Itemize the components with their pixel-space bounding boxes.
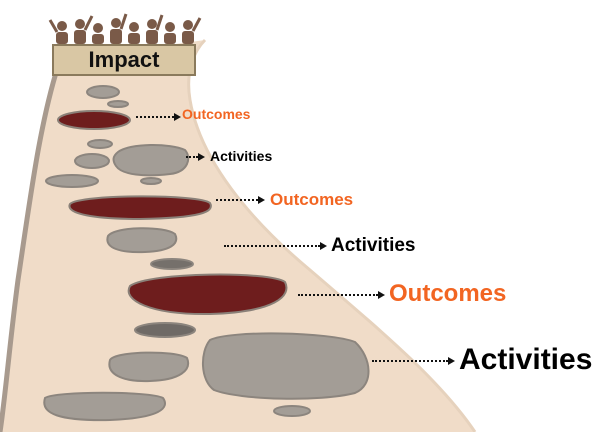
- stone: [134, 322, 196, 338]
- arrow-2: [186, 153, 205, 161]
- arrow-6: [372, 357, 455, 365]
- stone: [68, 195, 212, 221]
- path-road: [0, 40, 475, 432]
- arrow-5: [298, 291, 385, 299]
- stone: [87, 139, 113, 149]
- stone: [150, 258, 194, 270]
- path-left-edge: [0, 59, 63, 432]
- stone: [112, 143, 190, 177]
- step-label-activities: Activities: [331, 235, 416, 256]
- arrow-4: [224, 242, 327, 250]
- step-label-activities: Activities: [459, 343, 593, 376]
- stone: [202, 332, 370, 400]
- arrow-1: [136, 113, 181, 121]
- step-label-outcomes: Outcomes: [389, 280, 507, 307]
- stone: [74, 153, 110, 169]
- step-label-outcomes: Outcomes: [270, 190, 354, 209]
- stone: [57, 110, 131, 130]
- stone: [86, 85, 120, 99]
- arrow-3: [216, 196, 265, 204]
- step-label-activities: Activities: [210, 148, 273, 164]
- stone: [108, 351, 190, 383]
- stone: [273, 405, 311, 417]
- step-label-outcomes: Outcomes: [182, 106, 251, 122]
- stone: [127, 273, 288, 316]
- path-right-edge: [187, 38, 477, 432]
- stone: [140, 177, 162, 185]
- stone: [43, 391, 166, 422]
- stone: [45, 174, 99, 188]
- stone: [107, 100, 129, 108]
- stone: [106, 227, 178, 254]
- stones-grey: [43, 85, 370, 422]
- impact-banner: Impact: [52, 44, 196, 76]
- stones-dark: [57, 110, 288, 316]
- crowd: [48, 13, 202, 44]
- impact-label: Impact: [88, 47, 160, 72]
